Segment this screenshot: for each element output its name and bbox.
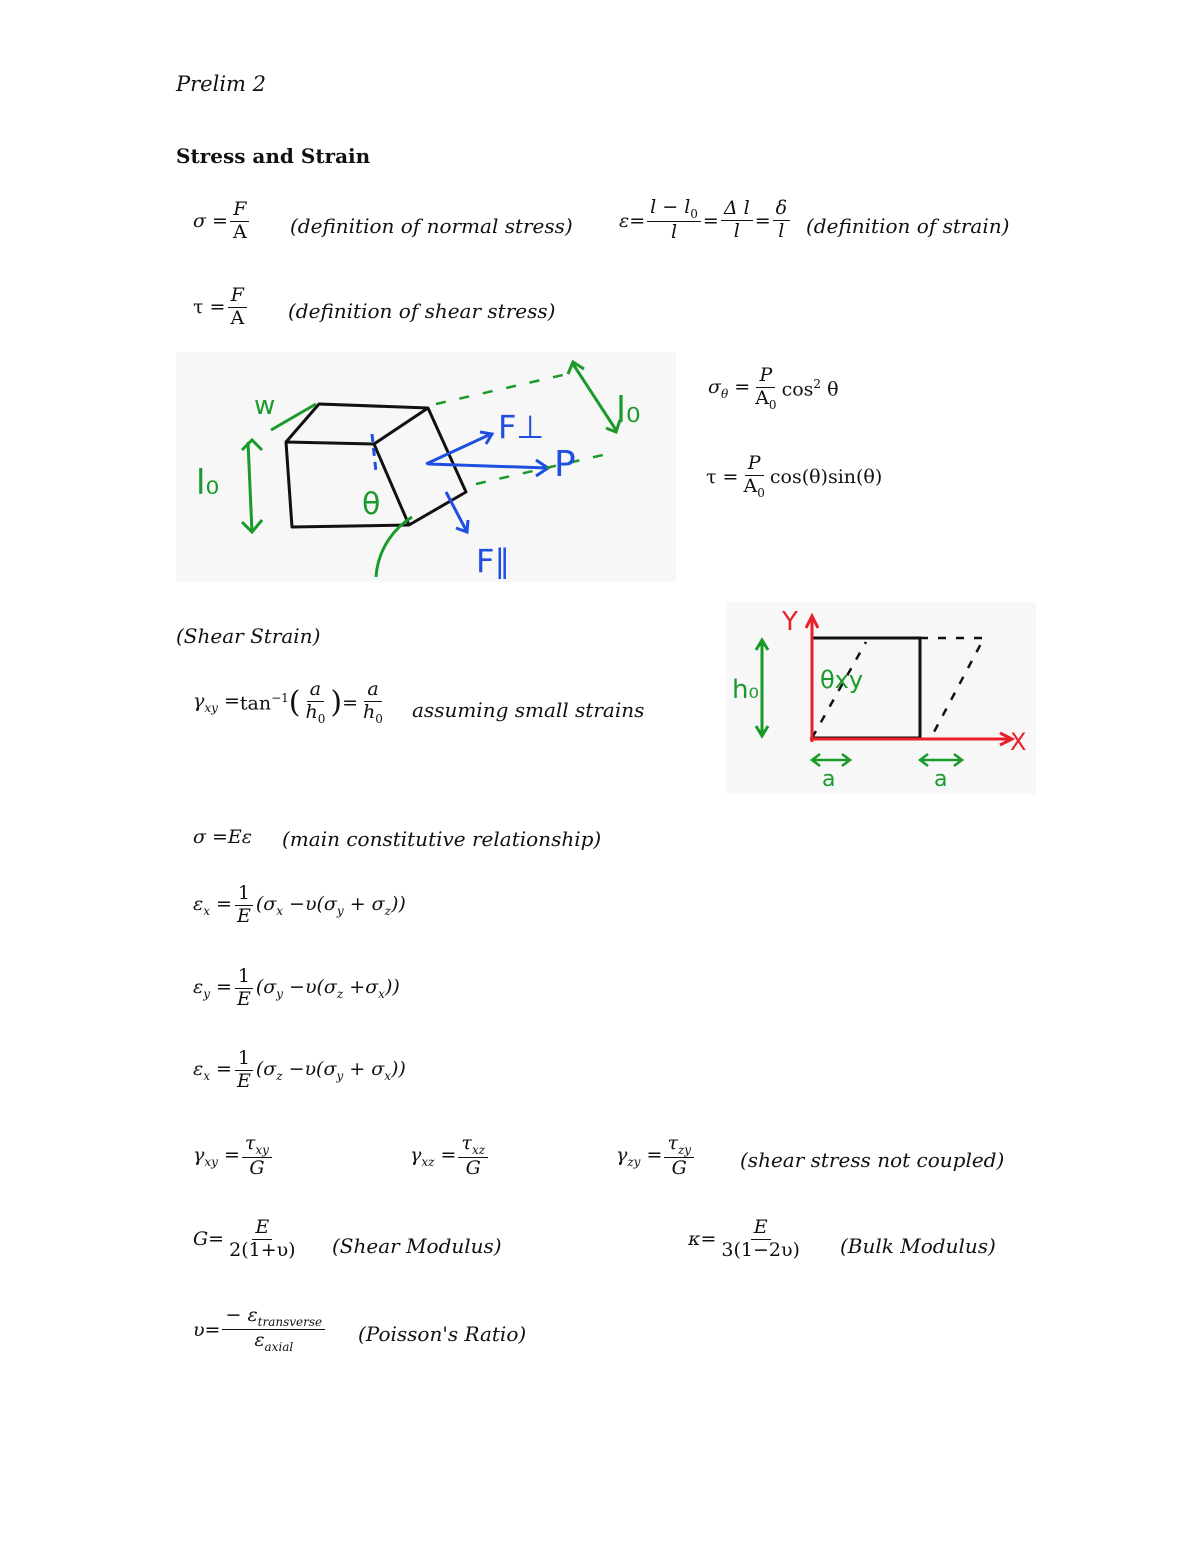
oblique-plane-sketch: w l₀ θ F⊥ P F∥ l₀ bbox=[176, 352, 676, 582]
sketch-l0-left-label: l₀ bbox=[196, 463, 219, 503]
constitutive-note: (main constitutive relationship) bbox=[282, 827, 602, 851]
w-arrow bbox=[270, 402, 317, 432]
normal-force-arrow bbox=[425, 430, 495, 466]
sketch-p-label: P bbox=[554, 444, 576, 485]
hooke-equation: σ =Eε bbox=[193, 826, 252, 848]
sketch2-a1-label: a bbox=[822, 767, 835, 792]
sketch2-background bbox=[726, 602, 1036, 794]
not-coupled-note: (shear stress not coupled) bbox=[740, 1148, 1005, 1172]
sketch2-x-label: X bbox=[1010, 728, 1026, 756]
sketch-l0-right-label: l₀ bbox=[616, 390, 640, 431]
page-title: Prelim 2 bbox=[176, 72, 266, 96]
plane-line bbox=[370, 433, 378, 473]
block-outline bbox=[284, 402, 468, 529]
sketch-f-par-label: F∥ bbox=[476, 542, 510, 580]
sketch-w-label: w bbox=[254, 391, 275, 421]
y-axis bbox=[804, 612, 820, 742]
shear-strain-sketch: Y h₀ θxy X a a bbox=[726, 602, 1036, 794]
strain-note: (definition of strain) bbox=[806, 214, 1010, 238]
a-arrow-2 bbox=[917, 753, 965, 767]
sketch-f-perp-label: F⊥ bbox=[498, 408, 544, 446]
x-axis bbox=[810, 731, 1016, 747]
poisson-note: (Poisson's Ratio) bbox=[358, 1322, 527, 1346]
sketch-theta-label: θ bbox=[362, 487, 380, 522]
small-strains-note: assuming small strains bbox=[412, 698, 645, 722]
sketch2-theta-label: θxy bbox=[820, 666, 863, 694]
shear-modulus-note: (Shear Modulus) bbox=[332, 1234, 502, 1258]
l0-bracket bbox=[240, 437, 264, 535]
sketch2-h0-label: h₀ bbox=[732, 675, 759, 705]
shear-force-arrow bbox=[444, 491, 470, 535]
section-heading: Stress and Strain bbox=[176, 144, 371, 168]
sketch2-a2-label: a bbox=[934, 767, 947, 792]
sheared-outline bbox=[810, 636, 987, 739]
bulk-modulus-note: (Bulk Modulus) bbox=[840, 1234, 996, 1258]
sketch-background bbox=[176, 352, 676, 582]
l0-right-arrow bbox=[566, 359, 622, 434]
shear-strain-heading: (Shear Strain) bbox=[176, 624, 321, 648]
sketch2-y-label: Y bbox=[781, 607, 798, 637]
h0-arrow bbox=[754, 637, 770, 739]
shear-stress-note: (definition of shear stress) bbox=[288, 299, 556, 323]
plane-curve bbox=[374, 515, 413, 578]
normal-stress-note: (definition of normal stress) bbox=[290, 214, 573, 238]
a-arrow-1 bbox=[809, 753, 853, 767]
